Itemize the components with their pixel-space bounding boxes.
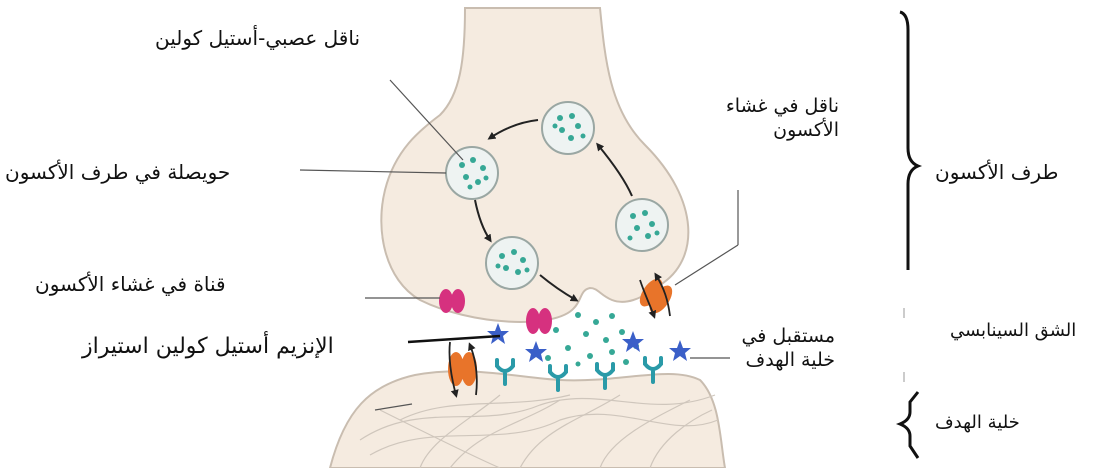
vesicle-right <box>616 199 668 251</box>
label-neurotransmitter: ناقل عصبي-أستيل كولين <box>155 26 360 51</box>
label-axon-membrane-transporter-line1: ناقل في غشاء <box>714 95 839 119</box>
vesicle-bottom <box>486 237 538 289</box>
enzyme-pointer-line <box>408 336 500 342</box>
label-target-receptor-line1: مستقبل في <box>725 325 835 349</box>
label-axon-membrane-transporter-line2: الأكسون <box>714 119 839 143</box>
label-axon-terminal-vesicle: حويصلة في طرف الأكسون <box>5 160 230 185</box>
vesicle-top <box>542 102 594 154</box>
label-synaptic-cleft: الشق السينابسي <box>950 320 1076 343</box>
vesicle-top-left <box>446 147 498 199</box>
label-axon-terminal: طرف الأكسون <box>935 160 1058 185</box>
brace-target-cell <box>900 392 918 458</box>
label-axon-membrane-channel: قناة في غشاء الأكسون <box>35 272 226 297</box>
label-acetylcholinesterase: الإنزيم أستيل كولين استيراز <box>82 333 334 361</box>
target-cell-shape <box>330 371 725 468</box>
label-axon-membrane-transporter: ناقل في غشاء الأكسون <box>714 95 839 143</box>
label-target-receptor-line2: خلية الهدف <box>725 349 835 373</box>
label-target-receptor: مستقبل في خلية الهدف <box>725 325 835 373</box>
label-target-cell: خلية الهدف <box>935 412 1020 435</box>
brace-axon-terminal <box>900 12 918 270</box>
